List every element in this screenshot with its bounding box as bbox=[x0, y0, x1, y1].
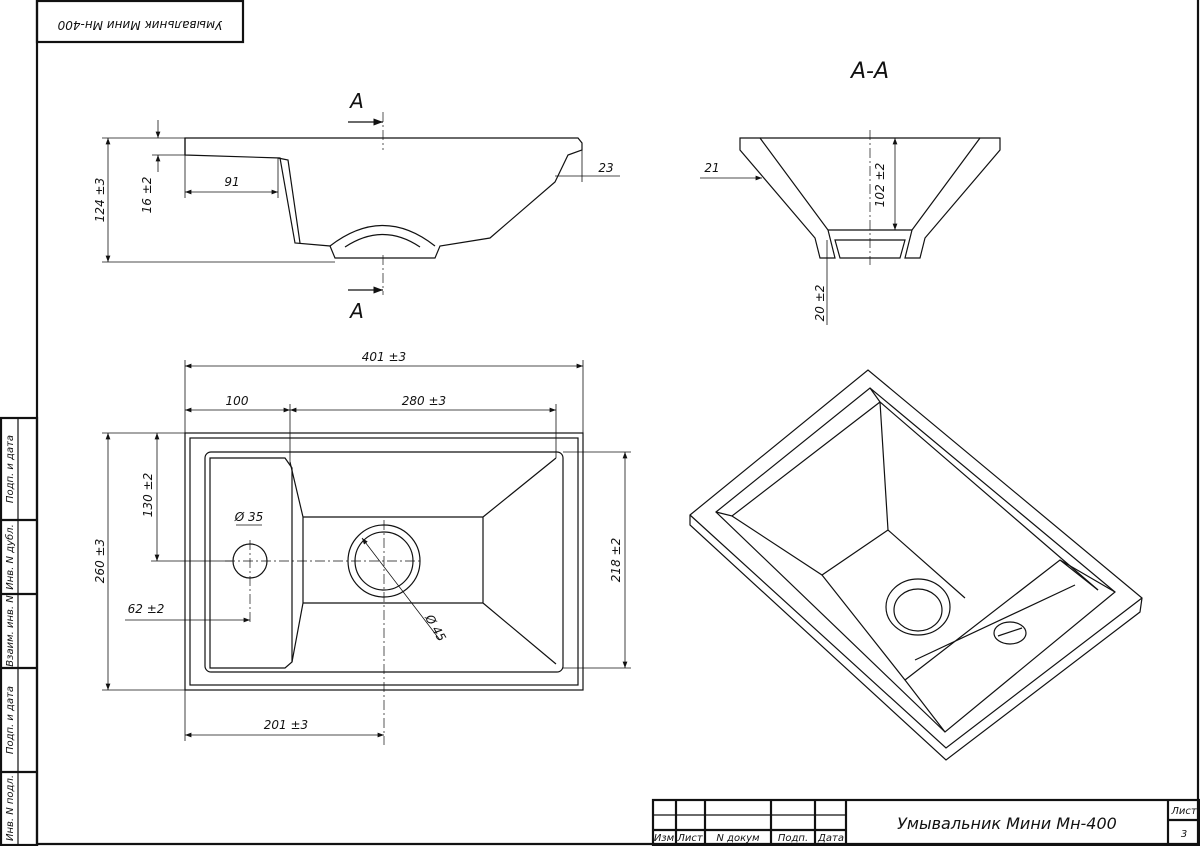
dim-shelf: 100 bbox=[226, 394, 249, 408]
dim-drain-dia: Ø 45 bbox=[422, 611, 449, 644]
header-izm: Изм bbox=[654, 833, 675, 844]
dim-depth: 102 ±2 bbox=[873, 163, 887, 207]
plan-view: 401 ±3 100 280 ±3 260 ±3 130 ±2 62 ±2 21… bbox=[93, 350, 631, 745]
isometric-view bbox=[689, 369, 1143, 761]
drawing-frame bbox=[35, 0, 1200, 846]
side-view: A A 124 ±3 16 ±2 91 23 bbox=[93, 89, 620, 323]
dim-rim: 16 ±2 bbox=[140, 177, 154, 214]
header-list: Лист bbox=[676, 833, 704, 844]
section-mark-top: A bbox=[348, 89, 364, 113]
dim-shelf: 91 bbox=[224, 175, 239, 189]
dim-hole-y: 130 ±2 bbox=[141, 473, 155, 517]
sheet-number: 3 bbox=[1181, 829, 1187, 840]
top-stamp-text: Умывальник Мини Мн-400 bbox=[57, 18, 222, 32]
dim-basin: 280 ±3 bbox=[402, 394, 446, 408]
header-doc: N докум bbox=[716, 833, 760, 844]
side-stamp-label: Инв. N подл. bbox=[5, 775, 16, 841]
dim-drain-x: 201 ±3 bbox=[264, 718, 308, 732]
title-block: Изм Лист N докум Подп. Дата Умывальник М… bbox=[651, 798, 1200, 846]
header-date: Дата bbox=[817, 833, 844, 844]
dim-bottom: 20 ±2 bbox=[813, 285, 827, 322]
side-stamp-label: Подп. и дата bbox=[5, 435, 16, 503]
dim-wall: 21 bbox=[704, 161, 719, 175]
header-sign: Подп. bbox=[778, 833, 808, 844]
dim-hole-dia: Ø 35 bbox=[234, 510, 264, 524]
side-stamp-strip: Подп. и дата Инв. N дубл. Взаим. инв. N … bbox=[0, 416, 39, 846]
dim-edge: 23 bbox=[598, 161, 613, 175]
side-stamp-label: Подп. и дата bbox=[5, 686, 16, 754]
section-title: A-A bbox=[849, 59, 889, 84]
dim-height: 124 ±3 bbox=[93, 178, 107, 222]
section-mark-bottom: A bbox=[348, 299, 364, 323]
dim-inner: 218 ±2 bbox=[609, 538, 623, 582]
sheet-label: Лист bbox=[1170, 806, 1198, 817]
top-stamp: Умывальник Мини Мн-400 bbox=[35, 0, 245, 44]
dim-width: 401 ±3 bbox=[362, 350, 406, 364]
dim-hole-x: 62 ±2 bbox=[128, 602, 165, 616]
drawing-title: Умывальник Мини Мн-400 bbox=[897, 814, 1117, 833]
dim-depth: 260 ±3 bbox=[93, 539, 107, 583]
side-stamp-label: Взаим. инв. N bbox=[5, 595, 16, 667]
section-view: A-A 21 102 ±2 20 ±2 bbox=[700, 59, 1001, 325]
side-stamp-label: Инв. N дубл. bbox=[4, 524, 16, 590]
